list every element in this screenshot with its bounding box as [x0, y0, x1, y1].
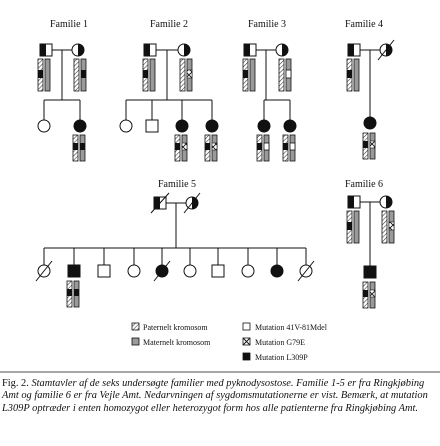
family-3-father-chromosomes: [242, 58, 256, 92]
family-2-father-chromosomes: [142, 58, 156, 92]
family-2-child-1: [119, 119, 133, 133]
legend-mut3-label: Mutation L309P: [255, 353, 308, 362]
family-2-child-4-affected: [205, 119, 219, 133]
family-5-child-6: [183, 264, 197, 278]
legend-maternal-swatch: [131, 337, 140, 346]
family-4-father-chromosomes: [346, 58, 360, 92]
legend-maternal-label: Maternelt kromosom: [143, 338, 211, 347]
family-4-child-chromosomes: [362, 132, 376, 160]
family-1-father: [39, 43, 53, 57]
family-2-child-3-affected: [175, 119, 189, 133]
family-1-child-chromosomes: [72, 134, 86, 162]
caption-lead: Fig. 2.: [2, 378, 29, 389]
family-1-label: Familie 1: [50, 19, 88, 30]
family-1-mother-chromosomes: [73, 58, 87, 92]
family-5-mother-deceased: [183, 192, 201, 214]
family-5-child-1-deceased: [35, 260, 53, 282]
legend-paternal-swatch: [131, 322, 140, 331]
family-3-mother: [275, 43, 289, 57]
legend-mut2-x-icon: [242, 337, 251, 346]
family-6-mother: [379, 195, 393, 209]
family-5-child-10-deceased: [297, 260, 315, 282]
family-2-child-3-chromosomes: [174, 134, 188, 162]
family-2-father: [143, 43, 157, 57]
family-3-child-2-affected: [283, 119, 297, 133]
family-1-child-affected: [73, 119, 87, 133]
family-6-father-chromosomes: [346, 210, 360, 244]
family-4-child-affected: [363, 116, 377, 130]
legend-mut1-swatch: [242, 322, 251, 331]
family-6-mother-chromosomes: [381, 210, 395, 244]
family-3-child-1-chromosomes: [256, 134, 270, 162]
family-5-child-2-chromosomes: [66, 280, 80, 308]
family-5-father-deceased: [150, 192, 170, 214]
family-3-mother-chromosomes: [278, 58, 292, 92]
family-2-child-2: [145, 119, 159, 133]
legend-paternal-label: Paternelt kromosom: [143, 323, 208, 332]
family-5-child-4: [127, 264, 141, 278]
legend-mut1-label: Mutation 41V-81Mdel: [255, 323, 328, 332]
family-3-father: [243, 43, 257, 57]
family-3-child-2-chromosomes: [282, 134, 296, 162]
family-3-child-1-affected: [257, 119, 271, 133]
figure-caption: Fig. 2. Stamtavler af de seks undersøgte…: [2, 378, 438, 415]
family-4-father: [347, 43, 361, 57]
family-2-label: Familie 2: [150, 19, 188, 30]
family-2-child-4-chromosomes: [204, 134, 218, 162]
family-1-father-chromosomes: [37, 58, 51, 92]
family-2-mother: [177, 43, 191, 57]
family-6-label: Familie 6: [345, 179, 383, 190]
family-4-mother-deceased: [377, 39, 395, 61]
family-3-label: Familie 3: [248, 19, 286, 30]
family-6-father: [347, 195, 361, 209]
pedigree-figure: Familie 1 Familie 2 Familie 3 Familie 4 …: [0, 19, 440, 373]
family-4-label: Familie 4: [345, 19, 383, 30]
family-2-mother-chromosomes: [179, 58, 193, 92]
family-6-child-chromosomes: [362, 281, 376, 309]
caption-text: Stamtavler af de seks undersøgte familie…: [2, 378, 428, 414]
pedigree-lines: [43, 49, 380, 266]
family-5-label: Familie 5: [158, 179, 196, 190]
family-6-child-affected: [363, 265, 377, 279]
family-1-child-unaffected: [37, 119, 51, 133]
legend: Paternelt kromosom Maternelt kromosom Mu…: [131, 322, 328, 362]
family-5-child-9-affected: [270, 264, 284, 278]
family-5-child-5-affected-deceased: [153, 260, 171, 282]
legend-mut2-label: Mutation G79E: [255, 338, 305, 347]
legend-mut3-swatch: [242, 352, 251, 361]
family-5-child-3: [97, 264, 111, 278]
family-5-child-8: [241, 264, 255, 278]
family-1-mother: [71, 43, 85, 57]
family-5-child-7: [211, 264, 225, 278]
family-5-child-2-affected: [67, 264, 81, 278]
